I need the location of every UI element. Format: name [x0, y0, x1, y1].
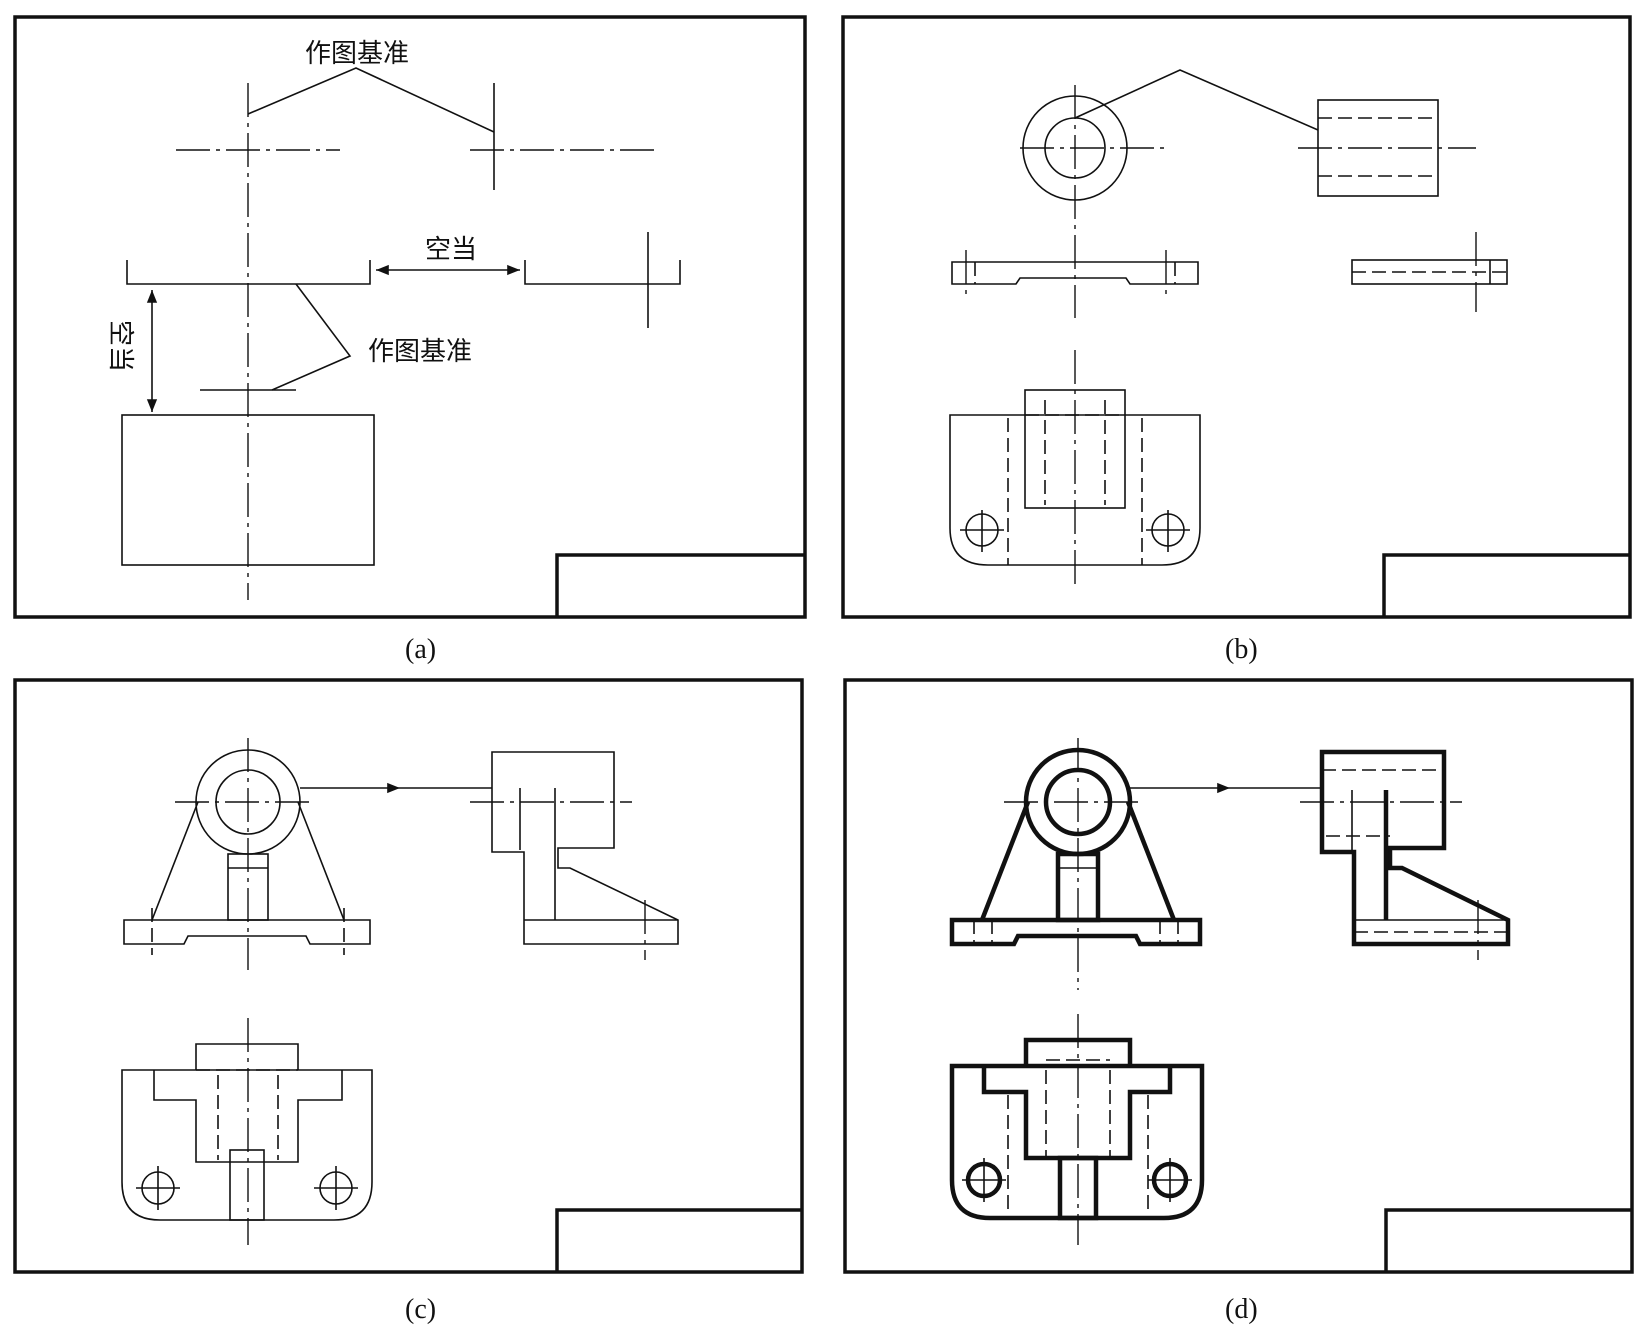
c-base-plate: [123, 919, 371, 945]
front-base-plate: [951, 261, 1199, 285]
d-side-outline: [1319, 749, 1511, 947]
projection-leader: [1074, 69, 1319, 131]
panel-a-frame: [13, 15, 807, 619]
panel-a-title-block: [555, 553, 805, 617]
gap-label-horizontal: 空当: [425, 235, 477, 265]
panel-d-frame: [843, 678, 1634, 1274]
d-top-cross: [981, 1066, 1173, 1161]
c-top-cross: [153, 1070, 343, 1163]
c-top-boss: [195, 1043, 299, 1070]
c-left-rib: [151, 801, 199, 921]
datum-leader-top: [247, 67, 495, 133]
front-baseline: [126, 260, 371, 285]
top-view-rect: [121, 414, 375, 566]
d-right-rib: [1125, 801, 1177, 921]
caption-c: (c): [405, 1294, 436, 1325]
d-base-plate: [949, 917, 1203, 947]
panel-c-title-block: [555, 1208, 802, 1272]
datum-leader-mid: [271, 283, 352, 391]
panel-d: [843, 678, 1634, 1274]
top-view-outline: [949, 414, 1201, 566]
panel-b-frame: [841, 15, 1632, 619]
panel-c: [13, 678, 804, 1274]
panel-d-title-block: [1384, 1208, 1632, 1272]
d-top-outline: [949, 1063, 1205, 1221]
caption-a: (a): [405, 634, 436, 665]
c-top-outline: [121, 1069, 373, 1221]
panel-a: 作图基准 空当 作图基准 空当: [13, 15, 807, 619]
caption-d: (d): [1225, 1294, 1258, 1325]
side-baseline: [524, 260, 681, 285]
caption-b: (b): [1225, 634, 1258, 665]
panel-b: [841, 15, 1632, 619]
d-left-rib: [979, 801, 1031, 921]
datum-label-mid: 作图基准: [368, 337, 472, 367]
c-side-outline: [491, 751, 679, 945]
panel-c-frame: [13, 678, 804, 1274]
c-top-web: [229, 1149, 265, 1221]
gap-label-vertical: 空当: [105, 320, 135, 372]
datum-label-top: 作图基准: [305, 39, 409, 69]
c-right-rib: [297, 801, 345, 921]
panel-b-title-block: [1382, 553, 1630, 617]
